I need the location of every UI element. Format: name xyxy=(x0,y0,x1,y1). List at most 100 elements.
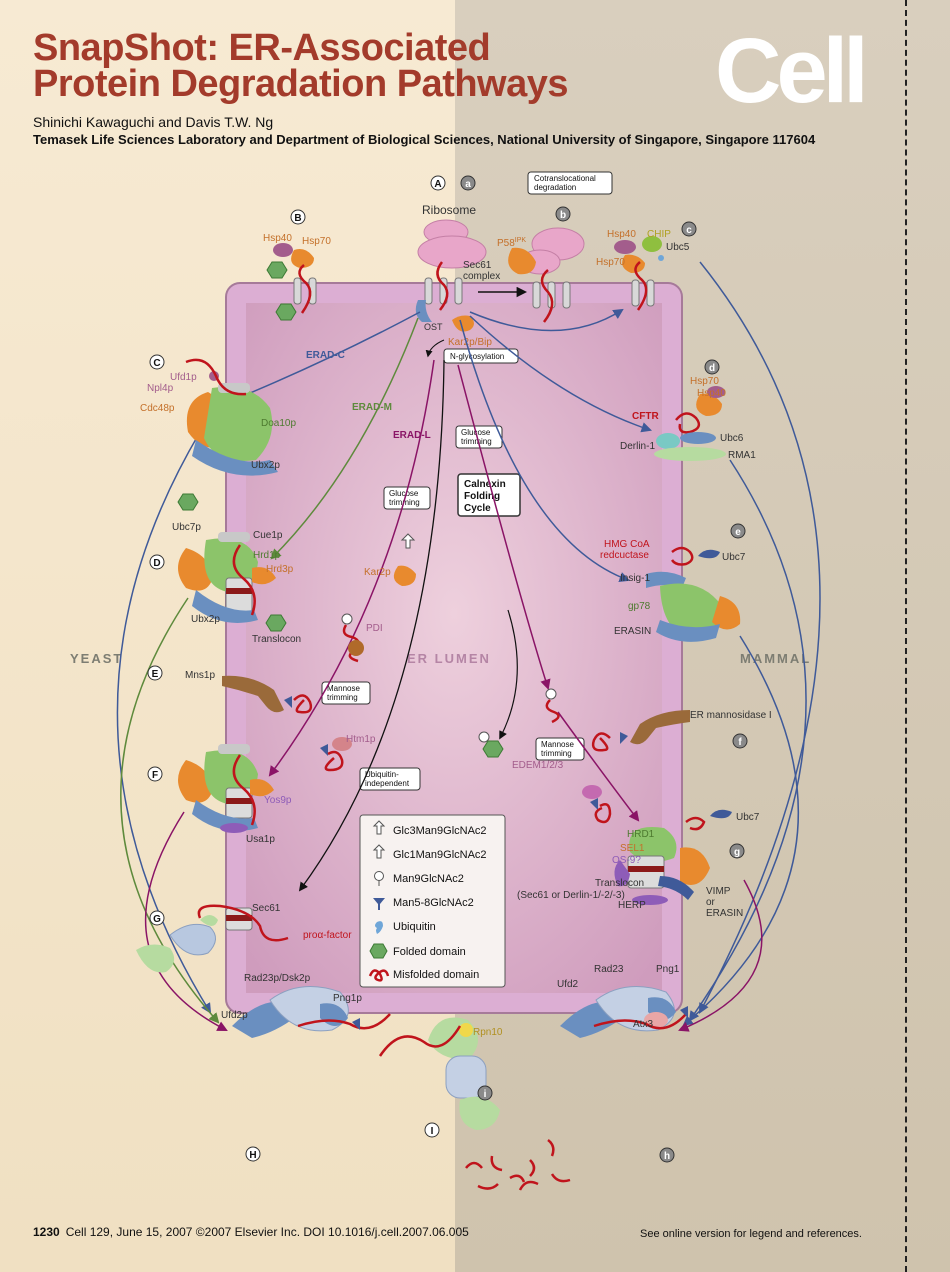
misfolded-domain-icon xyxy=(368,969,390,982)
gp78-label: gp78 xyxy=(628,601,651,612)
hsp40-c-label: Hsp40 xyxy=(607,229,636,240)
to-d-mammal-arrow xyxy=(469,315,652,433)
glc1-icon xyxy=(372,844,386,859)
er-mannosidase-shape xyxy=(630,710,690,745)
step-marker-upper-e xyxy=(147,665,163,681)
ubiquitin-c xyxy=(658,255,664,261)
calnexin-to-mammal-arrow xyxy=(457,364,551,691)
chain-G xyxy=(197,904,289,942)
chain-c xyxy=(634,261,648,311)
chain-h xyxy=(593,1013,687,1030)
pdi-label: PDI xyxy=(366,623,383,634)
step-marker-lower-e xyxy=(730,523,746,539)
svg-text:Misfolded domain: Misfolded domain xyxy=(393,969,479,981)
to-c-arrow xyxy=(469,308,624,332)
step-marker-lower-b xyxy=(555,206,571,222)
svg-text:trimming: trimming xyxy=(461,437,492,446)
man9-glycan-pdi xyxy=(341,613,353,625)
sec61-translocon-c xyxy=(631,279,655,307)
man5-glycan-h xyxy=(680,1006,688,1018)
chain-C xyxy=(185,358,247,396)
pdi-shape xyxy=(348,640,364,656)
proteasome-I xyxy=(428,1017,500,1130)
return-arrow-F xyxy=(144,811,228,1031)
to-e-mammal-arrow xyxy=(459,319,630,582)
ubiquitin-independent-arrow xyxy=(298,359,445,892)
return-arrow-c xyxy=(699,261,821,1014)
kar2p-label: Kar2p xyxy=(364,567,391,578)
step-marker-label-upper-i: I xyxy=(431,1126,434,1137)
er-mannosidase-label: ER mannosidase I xyxy=(690,710,772,721)
legend-row-misfolded: Misfolded domain xyxy=(368,969,479,982)
usa1p-label: Usa1p xyxy=(246,834,275,845)
translocon-g-label-1: Translocon xyxy=(595,878,644,889)
title-line-2: Protein Degradation Pathways xyxy=(33,63,569,105)
herp-label: HERP xyxy=(618,900,646,911)
calnexin-to-folded-arrow xyxy=(499,609,518,740)
step-marker-label-lower-g: g xyxy=(734,847,740,858)
man9-icon xyxy=(374,871,384,881)
chain-H xyxy=(297,1013,391,1030)
step-marker-lower-f xyxy=(732,733,748,749)
man5-glycan-E xyxy=(284,696,292,708)
ubc6-label: Ubc6 xyxy=(720,433,744,444)
folded-domain-icon xyxy=(369,943,388,959)
step-marker-lower-i xyxy=(477,1085,493,1101)
cftr-label: CFTR xyxy=(632,411,659,422)
hsp40-c-shape xyxy=(614,240,636,254)
cotranslational-box: Cotranslocational degradation xyxy=(527,171,613,195)
chain-I xyxy=(378,1025,462,1057)
kar2p-shape xyxy=(393,565,416,586)
png1-label: Png1 xyxy=(656,964,680,975)
authors: Shinichi Kawaguchi and Davis T.W. Ng xyxy=(33,114,274,130)
svg-text:Glucose: Glucose xyxy=(389,489,419,498)
htm1p-label: Htm1p xyxy=(346,734,376,745)
ubx2p-c-label: Ubx2p xyxy=(251,460,280,471)
svg-text:independent: independent xyxy=(365,779,410,788)
step-marker-label-lower-f: f xyxy=(738,737,742,748)
er-lumen-label: ER LUMEN xyxy=(407,651,491,666)
man5-glycan-f xyxy=(620,732,628,744)
legend-row-glc1: Glc1Man9GlcNAc2 xyxy=(372,844,487,861)
step-marker-label-lower-d: d xyxy=(709,363,715,374)
citation-text: Cell 129, June 15, 2007 ©2007 Elsevier I… xyxy=(65,1225,469,1239)
ubc7-g-shape xyxy=(710,809,732,819)
step-marker-label-upper-a: A xyxy=(434,179,441,190)
affiliation: Temasek Life Sciences Laboratory and Dep… xyxy=(33,132,816,147)
svg-text:Mannose: Mannose xyxy=(327,684,360,693)
erasin-label: ERASIN xyxy=(614,626,651,637)
step-marker-label-lower-e: e xyxy=(735,527,741,538)
step-marker-lower-g xyxy=(729,843,745,859)
step-marker-label-lower-c: c xyxy=(686,225,692,236)
rad23-label: Rad23 xyxy=(594,964,624,975)
ubiquitin-icon xyxy=(375,921,383,934)
svg-text:Ubiquitin: Ubiquitin xyxy=(393,921,436,933)
hsp70-b-label: Hsp70 xyxy=(302,236,331,247)
hrd1-label: HRD1 xyxy=(627,829,655,840)
ribosome-label: Ribosome xyxy=(422,203,476,217)
chain-f xyxy=(591,732,611,752)
derlin1-label: Derlin-1 xyxy=(620,441,655,452)
folded-domain-D2 xyxy=(265,614,287,632)
os9-label: OS-9? xyxy=(612,855,641,866)
hsp40-b-label: Hsp40 xyxy=(263,233,292,244)
page-title: SnapShot: ER-Associated Protein Degradat… xyxy=(33,29,569,105)
step-marker-label-upper-c: C xyxy=(153,358,160,369)
kar2p-bip-shape xyxy=(452,315,474,332)
step-marker-upper-g xyxy=(149,910,165,926)
vimp-label-2: or xyxy=(706,897,716,908)
rad23p-label: Rad23p/Dsk2p xyxy=(244,973,311,984)
svg-text:Man9GlcNAc2: Man9GlcNAc2 xyxy=(393,873,464,885)
atx3-label: Atx3 xyxy=(633,1019,653,1030)
chain-lumen xyxy=(545,699,560,724)
svg-text:degradation: degradation xyxy=(534,183,576,192)
erad-l-label: ERAD-L xyxy=(393,430,431,441)
step-marker-label-lower-i: i xyxy=(484,1089,487,1100)
chain-e xyxy=(670,546,694,566)
insig-label: Insig-1 xyxy=(620,573,650,584)
hsp70-d-shape xyxy=(696,393,722,416)
erad-l-arrow xyxy=(268,359,435,777)
step-marker-label-lower-b: b xyxy=(560,210,566,221)
png1p-label: Png1p xyxy=(333,993,362,1004)
legend-box xyxy=(359,814,506,988)
